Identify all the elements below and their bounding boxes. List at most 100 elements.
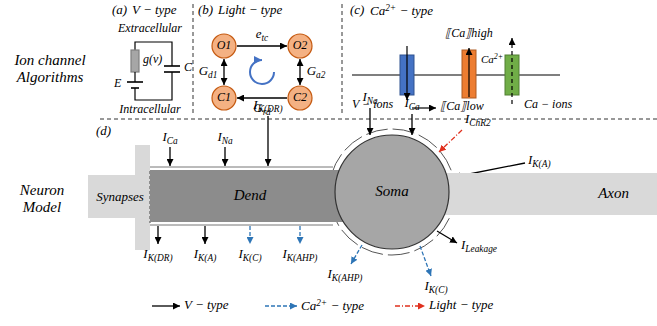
- dendrite-box: Dend: [150, 170, 350, 222]
- transition-arrow: [223, 59, 224, 85]
- text-part: e: [256, 26, 262, 41]
- membrane-circuit: [164, 71, 180, 73]
- text-part: a2: [316, 70, 325, 80]
- text-part: Na: [367, 96, 378, 106]
- membrane-circuit: [135, 42, 172, 66]
- current-label: IK(C): [238, 247, 261, 264]
- panel-title: Ca2+ − type: [370, 3, 433, 19]
- current-label: IK(DR): [143, 247, 172, 264]
- current-arrow: [369, 108, 370, 135]
- current-arrow: [157, 226, 158, 244]
- state-circle: O1: [211, 33, 237, 59]
- neuron-membrane: [150, 129, 455, 255]
- membrane-circuit: [127, 42, 180, 100]
- current-arrow: [299, 226, 300, 244]
- node-outline: [212, 86, 236, 110]
- text-part: d1: [208, 70, 217, 80]
- current-label: IK(AHP): [328, 267, 363, 284]
- row-title: Ion channel Algorithms: [2, 52, 98, 87]
- text-part: I: [143, 246, 147, 261]
- text-part: I: [362, 89, 366, 104]
- state-circle: O2: [287, 33, 313, 59]
- current-arrow: [439, 130, 462, 152]
- text-part: tc: [262, 33, 269, 43]
- neuron-membrane: [150, 167, 333, 168]
- current-label: ICa: [162, 130, 177, 147]
- text-part: ChR2: [469, 118, 490, 128]
- row-title: Neuron Model: [2, 182, 82, 217]
- membrane-circuit: [127, 81, 143, 83]
- text-part: I: [162, 129, 166, 144]
- transition-arrow: [237, 97, 287, 98]
- panel-separator: [342, 4, 343, 116]
- current-arrow: [204, 226, 205, 244]
- panel-letter: (d): [96, 124, 111, 139]
- legend-text: Light − type: [429, 297, 493, 312]
- concentration-label: ⟦Ca⟧high: [445, 27, 492, 41]
- transition-arrow: [299, 59, 300, 85]
- rate-label: Ga2: [307, 64, 326, 81]
- legend-entry: Light − type: [429, 298, 493, 313]
- legend-sample: [152, 305, 180, 306]
- node-label: O2: [293, 39, 308, 53]
- text-part: G: [253, 100, 262, 115]
- text-part: K(AHP): [287, 253, 318, 263]
- membrane-circuit: [131, 50, 139, 72]
- component-label: C: [184, 61, 192, 75]
- text-part: Ca: [370, 3, 385, 18]
- current-label: INa: [217, 130, 232, 147]
- current-arrow: [351, 245, 362, 264]
- legend-text: V − type: [184, 297, 229, 312]
- current-arrow: [267, 116, 268, 166]
- legend-sample: [395, 305, 425, 306]
- panel-letter: (b): [198, 3, 213, 18]
- panel-letter: (a): [112, 3, 127, 18]
- node-label: Axon: [598, 185, 629, 202]
- current-label: IK(A): [194, 247, 217, 264]
- rate-label: Grd: [253, 101, 270, 118]
- text-part: 2+: [385, 3, 396, 13]
- legend-entry: Ca2+ − type: [301, 298, 364, 314]
- text-part: I: [404, 95, 408, 110]
- concentration-label: ⟦Ca⟧low: [440, 100, 483, 114]
- current-label: INa: [362, 90, 377, 107]
- node-label: Synapses: [96, 190, 144, 205]
- text-part: Ca: [409, 102, 420, 112]
- text-part: K(AHP): [332, 273, 363, 283]
- text-part: G: [199, 63, 208, 78]
- synapse-region: Synapses: [88, 145, 152, 250]
- calcium-channels: [406, 46, 407, 100]
- text-part: I: [283, 246, 287, 261]
- component-label: E: [114, 77, 121, 91]
- component-label: g(v): [143, 53, 162, 67]
- text-part: K(A): [532, 159, 550, 169]
- panel-separator: [193, 4, 194, 116]
- text-part: K(A): [198, 253, 216, 263]
- current-label: IChR2: [465, 112, 491, 129]
- panel-title: Light − type: [218, 3, 282, 18]
- node-outline: [288, 86, 312, 110]
- node-label: O1: [217, 39, 232, 53]
- current-arrow: [420, 246, 431, 276]
- current-label: ILeakage: [461, 238, 497, 255]
- legend-text: Ca2+ − type: [301, 298, 364, 313]
- transition-arrow: [237, 45, 287, 46]
- membrane-circuit: [134, 72, 135, 82]
- calcium-channels: [468, 48, 469, 97]
- text-part: I: [217, 129, 221, 144]
- rate-label: etc: [256, 27, 269, 44]
- text-part: I: [194, 246, 198, 261]
- current-arrow: [224, 147, 225, 166]
- current-label: IK(C): [424, 279, 447, 296]
- side-label: Extracellular: [118, 22, 182, 36]
- current-arrow: [169, 147, 170, 166]
- axon-box: Axon: [440, 173, 657, 215]
- text-part: K(C): [429, 285, 448, 295]
- state-circle: C2: [287, 85, 313, 111]
- panel-separator: [100, 119, 657, 120]
- current-arrow: [249, 226, 250, 244]
- text-part: I: [424, 278, 428, 293]
- membrane-circuit: [164, 65, 180, 67]
